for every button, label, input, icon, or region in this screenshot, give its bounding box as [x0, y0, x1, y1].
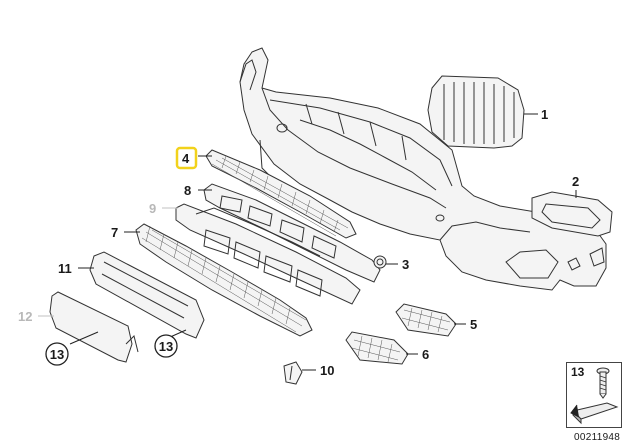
fog-grille-left	[345, 331, 409, 365]
callout-1: 1	[541, 107, 548, 122]
screw-icon	[596, 367, 610, 399]
circled-callout-13-right: 13	[154, 334, 178, 358]
grommet	[373, 255, 387, 269]
callout-10: 10	[320, 363, 334, 378]
callout-11: 11	[58, 261, 72, 276]
upper-grille-strip	[205, 149, 357, 239]
catalog-number: 00211948	[574, 432, 621, 443]
arrow-icon	[570, 402, 619, 425]
callout-4: 4	[182, 151, 190, 166]
fastener-legend: 13	[566, 362, 622, 428]
license-plate	[49, 291, 139, 363]
callout-9: 9	[149, 201, 156, 216]
callout-3: 3	[402, 257, 409, 272]
leader-lines	[38, 113, 577, 371]
legend-part-number: 13	[571, 365, 585, 379]
grille-carrier	[175, 203, 361, 305]
callout-8: 8	[184, 183, 191, 198]
license-plate-bracket	[89, 251, 205, 339]
fog-grille-right	[395, 303, 457, 337]
svg-text:13: 13	[159, 339, 173, 354]
callout-6: 6	[422, 347, 429, 362]
circled-callout-13-left: 13	[45, 342, 69, 366]
bumper-cover	[239, 47, 607, 291]
callout-12: 12	[18, 309, 32, 324]
svg-text:13: 13	[50, 347, 64, 362]
lower-mesh-grille	[135, 223, 313, 337]
callout-7: 7	[111, 225, 118, 240]
clip	[283, 361, 303, 385]
callout-2: 2	[572, 174, 579, 189]
callout-5: 5	[470, 317, 477, 332]
fog-light-trim	[531, 191, 613, 237]
callout-highlight	[175, 146, 198, 170]
grille-support-frame	[203, 183, 381, 283]
kidney-grille	[427, 75, 525, 149]
